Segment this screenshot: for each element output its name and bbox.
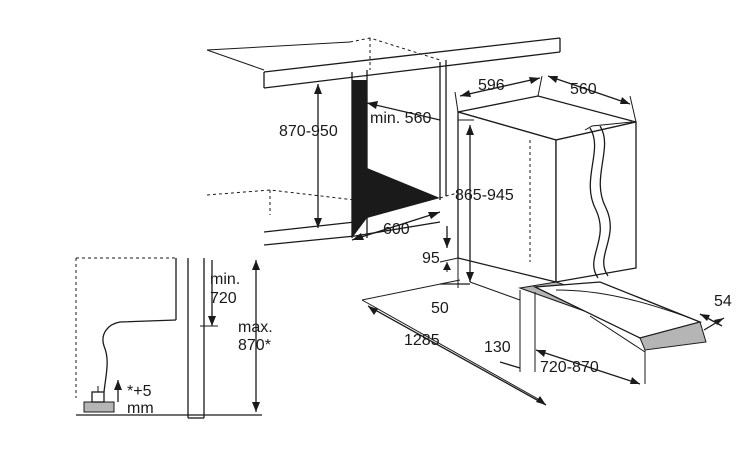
label-adjust: *+5 [127,383,152,400]
label-max: max. [238,319,273,336]
dimension-130: 130 [484,339,521,372]
foot-adjustment: *+5 mm [114,380,154,417]
dimension-560-top: 560 [547,75,637,123]
label-54: 54 [714,293,732,310]
dimension-95: 95 [422,226,459,272]
label-adjust-unit: mm [127,400,154,417]
dimension-min-560: min. 560 [366,101,441,127]
label-min: min. [210,271,240,288]
label-870-950: 870-950 [279,123,338,140]
label-max-870: 870* [238,337,271,354]
dishwasher-body [457,95,637,283]
dimension-865-945: 865-945 [455,119,514,282]
dimension-596: 596 [454,75,543,113]
label-130: 130 [484,339,511,356]
label-600: 600 [383,221,410,238]
label-720-870: 720-870 [540,359,599,376]
dimension-54: 54 [699,293,732,331]
dimension-600: 600 [351,211,441,241]
dimension-min-720: min. 720 [200,260,240,327]
niche-cavity [352,80,440,238]
side-profile [75,257,262,419]
dimension-1285: 1285 [367,305,547,406]
label-50: 50 [431,300,449,317]
label-865-945: 865-945 [455,187,514,204]
dimension-870-950: 870-950 [279,84,338,228]
label-560-top: 560 [570,81,597,98]
dimension-50: 50 [431,258,470,317]
label-95: 95 [422,250,440,267]
dimension-720-870: 720-870 [535,349,641,385]
worktop-niche [206,37,561,246]
label-596: 596 [478,77,505,94]
label-1285: 1285 [404,332,440,349]
floor-and-open-door [361,279,707,401]
label-min-720: 720 [210,290,237,307]
dimension-max-870: max. 870* [238,260,273,412]
label-min-560: min. 560 [370,110,431,127]
